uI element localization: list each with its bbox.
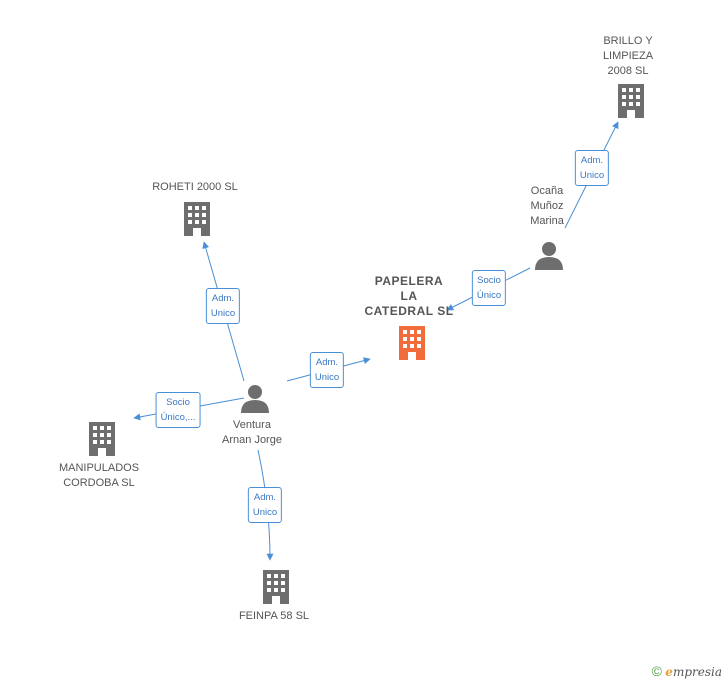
center-company-building-icon[interactable]	[396, 326, 428, 360]
edge-label-line: Único	[476, 290, 502, 301]
roheti-label[interactable]: ROHETI 2000 SL	[152, 180, 238, 195]
edge-label-line: Unico	[579, 170, 605, 181]
roheti-label-line: ROHETI 2000 SL	[152, 181, 238, 193]
center-label-line: PAPELERA	[374, 274, 444, 288]
ocana-person-icon[interactable]	[534, 240, 564, 270]
feinpa-building-icon[interactable]	[260, 570, 292, 604]
ocana-label-line: Muñoz	[530, 200, 564, 212]
ventura-label-line: Ventura	[233, 419, 271, 431]
ventura-label[interactable]: Ventura Arnan Jorge	[222, 418, 282, 448]
edge-label-line: Adm.	[315, 357, 339, 368]
edge-label-ventura-feinpa[interactable]: Adm. Unico	[247, 487, 283, 523]
brand-logo: empresia	[665, 665, 722, 679]
edge-label-ventura-center[interactable]: Adm. Unico	[309, 352, 345, 388]
edge-label-ocana-center[interactable]: Socio Único	[471, 270, 507, 306]
edge-label-line: Adm.	[253, 492, 277, 503]
edge-label-line: Unico	[210, 308, 236, 319]
edge-label-line: Unico	[252, 507, 278, 518]
roheti-building-icon[interactable]	[181, 202, 213, 236]
edge-label-line: Adm.	[211, 293, 235, 304]
brillo-label-line: 2008 SL	[607, 65, 649, 77]
copyright-icon: ©	[651, 663, 662, 679]
ocana-label-line: Ocaña	[530, 185, 564, 197]
ocana-label[interactable]: Ocaña Muñoz Marina	[530, 184, 564, 229]
ventura-person-icon[interactable]	[240, 383, 270, 413]
ocana-label-line: Marina	[530, 215, 564, 227]
edge-label-ventura-roheti[interactable]: Adm. Unico	[205, 288, 241, 324]
edge-label-line: Unico	[314, 372, 340, 383]
manipulados-label-line: MANIPULADOS	[58, 462, 140, 474]
center-company-label[interactable]: PAPELERA LA CATEDRAL SL	[364, 274, 453, 319]
manipulados-label[interactable]: MANIPULADOS CORDOBA SL	[59, 461, 139, 491]
center-label-line: CATEDRAL SL	[364, 304, 454, 318]
brillo-building-icon[interactable]	[615, 84, 647, 118]
manipulados-building-icon[interactable]	[86, 422, 118, 456]
feinpa-label-line: FEINPA 58 SL	[238, 610, 310, 622]
feinpa-label[interactable]: FEINPA 58 SL	[239, 609, 309, 624]
center-label-line: LA	[400, 289, 418, 303]
ventura-label-line: Arnan Jorge	[222, 434, 282, 446]
edge-label-ventura-manipulados[interactable]: Socio Único,...	[155, 392, 201, 428]
empresia-watermark: © empresia	[652, 663, 722, 679]
brillo-label-line: LIMPIEZA	[602, 50, 654, 62]
brand-rest: mpresia	[672, 665, 722, 679]
edge-label-line: Socio	[166, 397, 190, 408]
edge-label-line: Socio	[477, 275, 501, 286]
brand-initial: e	[665, 665, 673, 679]
edge-label-line: Único,...	[160, 412, 196, 423]
edge-label-ocana-brillo[interactable]: Adm. Unico	[574, 150, 610, 186]
edge-label-line: Adm.	[580, 155, 604, 166]
brillo-label-line: BRILLO Y	[603, 35, 653, 47]
brillo-label[interactable]: BRILLO Y LIMPIEZA 2008 SL	[603, 34, 653, 79]
manipulados-label-line: CORDOBA SL	[63, 477, 135, 489]
